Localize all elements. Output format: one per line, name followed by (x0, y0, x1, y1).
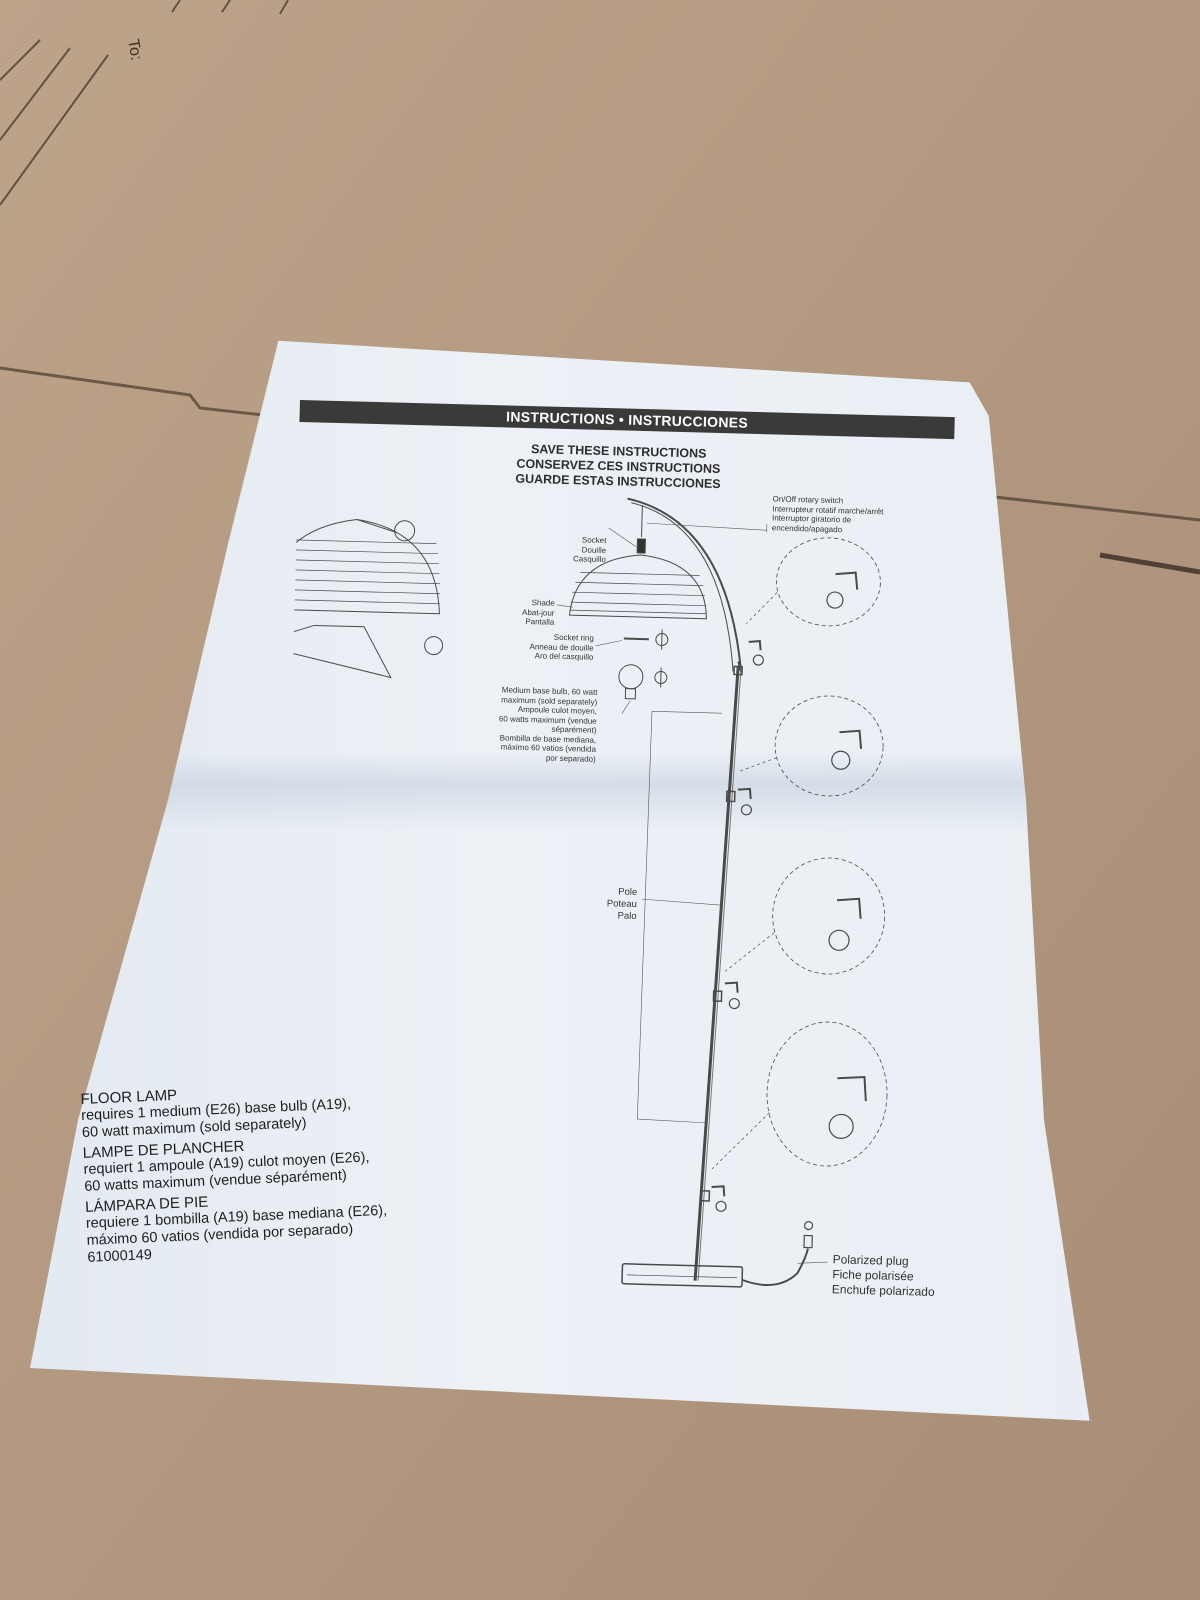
callout-pointers (711, 592, 778, 1170)
lamp-assembly-diagram (276, 497, 888, 1288)
box-print-lines (0, 0, 289, 206)
shade-exploded-view (276, 519, 444, 679)
hanging-shade (568, 504, 707, 620)
switch-label: On/Off rotary switch Interrupteur rotati… (771, 494, 884, 534)
shade-label: Shade Abat-jour Pantalla (521, 598, 555, 627)
instruction-page: INSTRUCTIONS • INSTRUCCIONES SAVE THESE … (276, 400, 960, 1299)
socket-ring-icon (623, 629, 669, 650)
product-info: FLOOR LAMP requires 1 medium (E26) base … (80, 1071, 487, 1267)
polarized-plug-icon (803, 1220, 814, 1249)
pole-label: Pole Poteau Palo (606, 886, 638, 922)
lamp-pole (693, 666, 740, 1281)
bulb-label: Medium base bulb, 60 watt maximum (sold … (498, 685, 598, 764)
box-seam-right (1099, 552, 1200, 575)
box-marking: To: (124, 38, 144, 62)
lamp-base (621, 1263, 744, 1288)
joint-detail-callouts (766, 537, 888, 1167)
polarized-plug-label: Polarized plug Fiche polarisée Enchufe p… (831, 1252, 935, 1299)
socket-ring-label: Socket ring Anneau de douille Aro del ca… (529, 632, 594, 662)
pole-joints (700, 665, 743, 1202)
power-cord (741, 1248, 809, 1287)
allen-key-icons (711, 571, 867, 1197)
rotation-icons (715, 591, 854, 1212)
bulb-icon (618, 664, 668, 700)
socket-label: Socket Douille Casquillo (572, 535, 607, 565)
lamp-arc (627, 497, 743, 672)
